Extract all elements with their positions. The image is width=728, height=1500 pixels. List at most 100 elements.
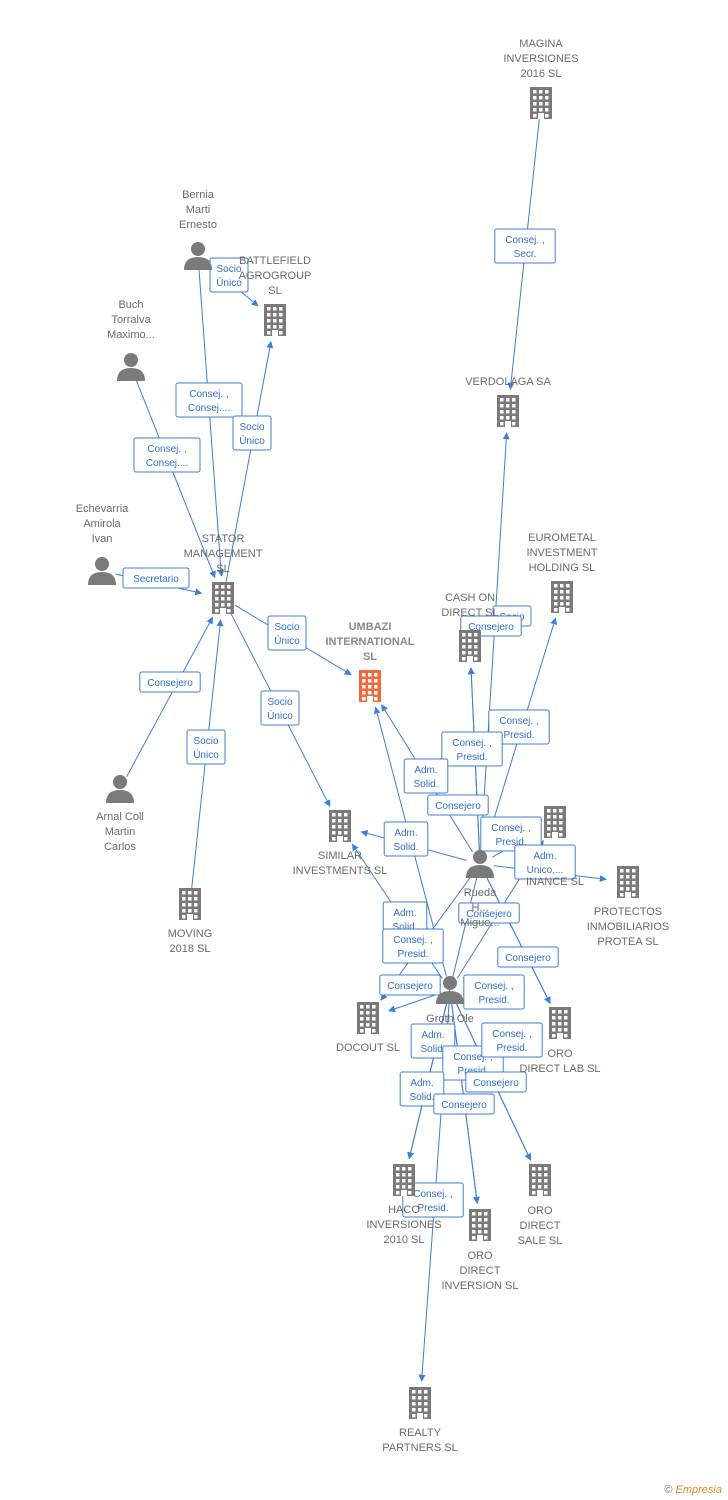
edge-label-box[interactable]: Consejero	[427, 794, 489, 816]
edge-label-box[interactable]: Adm.Solid.	[403, 758, 449, 794]
edge-label-box[interactable]: Consej. ,Presid.	[382, 928, 444, 964]
node-label: Marti	[186, 204, 210, 216]
node-label: INANCE SL	[526, 876, 584, 888]
edge-label-text: Socio	[216, 264, 241, 275]
edge-label-box[interactable]: Consejero	[458, 902, 520, 924]
edge-label-text: Consej. ,	[147, 444, 186, 455]
node-label: PARTNERS SL	[382, 1442, 457, 1454]
building-icon	[459, 630, 481, 662]
edge-label-box[interactable]: Consejero	[433, 1093, 495, 1115]
building-icon	[549, 1007, 571, 1039]
edge-label-box[interactable]: Consej. ,Presid.	[463, 974, 525, 1010]
edge-label-box[interactable]: Consej. ,Consej....	[175, 382, 243, 418]
node-label: Bernia	[182, 189, 215, 201]
person-node-groth[interactable]: Groth Ole	[426, 976, 474, 1025]
building-icon	[617, 866, 639, 898]
person-icon	[106, 775, 134, 803]
building-icon	[530, 87, 552, 119]
edge-label-text: Solid.	[393, 842, 418, 853]
node-label: 2016 SL	[521, 68, 562, 80]
edge-label-text: Socio	[239, 422, 264, 433]
edge-label-box[interactable]: Consejero	[497, 946, 559, 968]
person-icon	[88, 557, 116, 585]
company-node-verdolaga[interactable]: VERDOLAGA SA	[465, 376, 551, 427]
edge-label-box[interactable]: Consej. ,Presid.	[480, 816, 542, 852]
brand-logo[interactable]: Empresia	[675, 1484, 722, 1496]
node-label: SL	[268, 285, 281, 297]
copyright-mark: ©	[664, 1484, 673, 1496]
edge-label-box[interactable]: Consejero	[379, 974, 441, 996]
edge-label-text: Secr.	[514, 249, 537, 260]
node-label: Ernesto	[179, 219, 217, 231]
edge-label-box[interactable]: Consejero	[465, 1071, 527, 1093]
edge-label-text: Consejero	[466, 909, 512, 920]
company-node-docout[interactable]: DOCOUT SL	[336, 1002, 400, 1054]
edge-label-box[interactable]: Consej. , Secr.	[494, 228, 556, 264]
node-label: ORO	[527, 1205, 553, 1217]
edge-label-text: Presid.	[397, 949, 428, 960]
node-label: H...	[471, 902, 488, 914]
node-label: MAGINA	[519, 38, 563, 50]
edge-label-box[interactable]: Consejero	[139, 671, 201, 693]
edge-label-text: Solid.	[392, 922, 417, 933]
building-icon	[329, 810, 351, 842]
company-node-finance[interactable]: INANCE SL	[526, 806, 584, 888]
node-label: Rueda	[464, 887, 497, 899]
edge-label-box[interactable]: Consej. ,Consej....	[133, 437, 201, 473]
edge-label-box[interactable]: Secretario	[122, 567, 190, 589]
building-icon	[393, 1164, 415, 1196]
edge-label-box[interactable]: Adm.Solid.	[383, 821, 429, 857]
edge-label-box[interactable]: Adm. Solid.	[399, 1071, 445, 1107]
node-label: DIRECT	[520, 1220, 561, 1232]
edge-label-box[interactable]: Consej. ,Presid.	[481, 1022, 543, 1058]
node-label: DOCOUT SL	[336, 1042, 400, 1054]
edge-label-text: Adm.	[533, 851, 556, 862]
edge-label-text: Consej. ,	[452, 738, 491, 749]
edge-label-text: Unico,...	[527, 865, 564, 876]
edge-label-text: Consej. ,	[505, 235, 544, 246]
edge-label-text: Consej. ,	[453, 1052, 492, 1063]
edge-label-box[interactable]: Consej. ,Presid.	[488, 709, 550, 745]
edge-label-box[interactable]: Consej. ,Presid.	[441, 731, 503, 767]
node-label: DIRECT SL	[441, 607, 498, 619]
node-label: Carlos	[104, 841, 136, 853]
edge-label-text: Presid.	[496, 1043, 527, 1054]
node-label: MANAGEMENT	[184, 548, 263, 560]
node-label: Martin	[105, 826, 136, 838]
building-icon	[179, 888, 201, 920]
edge-label-text: Adm.	[410, 1078, 433, 1089]
edge-stator-battlefield	[225, 340, 274, 585]
node-label: SL	[216, 563, 229, 575]
edge-label-text: Consej. ,	[491, 823, 530, 834]
edge-label-box[interactable]: Adm. Unico,...	[514, 844, 576, 880]
person-node-buch[interactable]: BuchTorralvaMaximo...	[107, 299, 155, 381]
person-node-rueda[interactable]: RuedaH...Migue...	[460, 850, 500, 929]
edge-label-text: Solid.	[409, 1092, 434, 1103]
node-label: ORO	[547, 1048, 573, 1060]
edge-label-box[interactable]: Consej. ,Presid.	[402, 1182, 464, 1218]
